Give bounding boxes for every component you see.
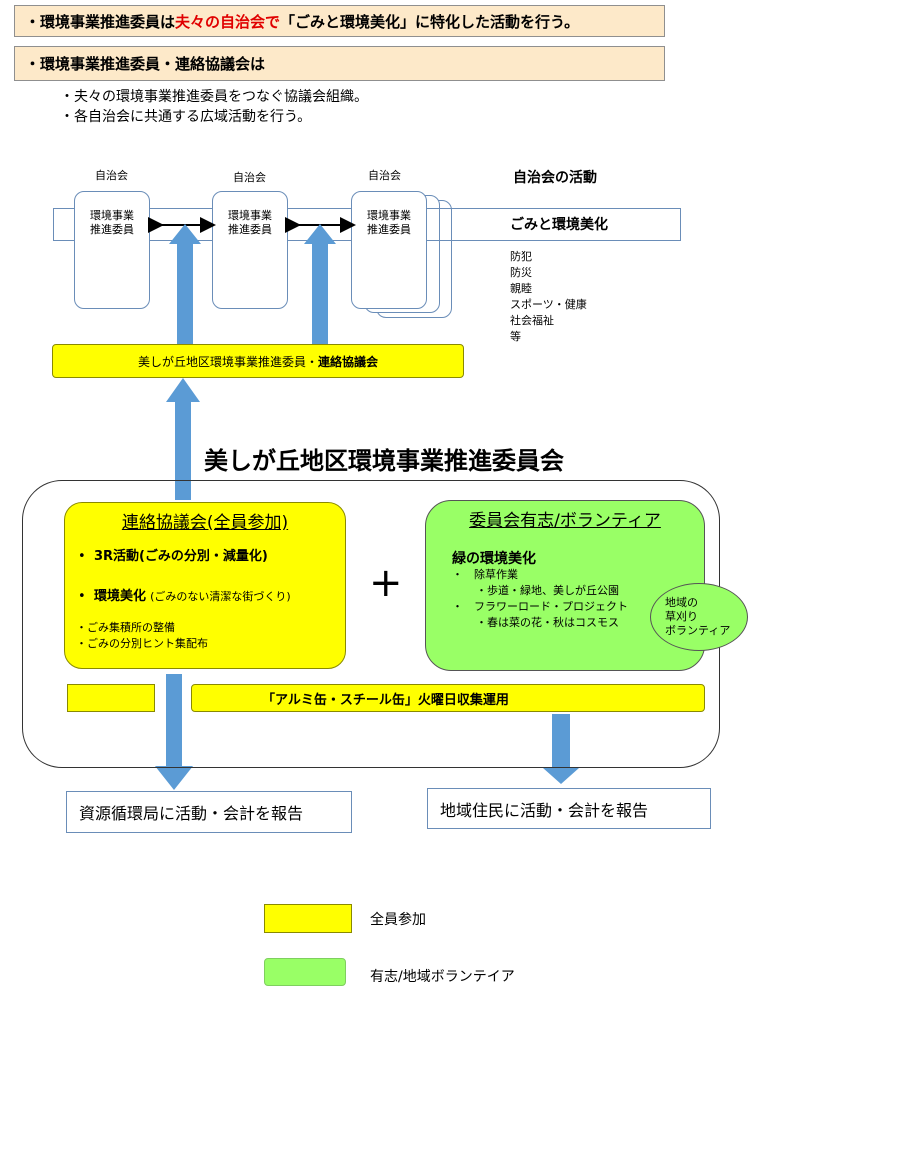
yellow-panel — [64, 502, 346, 669]
council-bar-bold: 連絡協議会 — [318, 354, 379, 369]
plus-sign: + — [369, 560, 403, 606]
green-panel — [425, 500, 705, 671]
volunteer-oval-line3: ボランティア — [665, 624, 731, 637]
banner-1-highlight: 夫々の自治会で — [175, 12, 281, 31]
card-3-text: 環境事業 推進委員 — [351, 209, 427, 237]
jichikai-label-1: 自治会 — [95, 169, 128, 182]
bullet-icon: • — [78, 549, 94, 564]
other-activity-1: 防犯 — [510, 250, 532, 263]
green-line-1: ・ 除草作業 — [452, 568, 518, 581]
banner-2-text: ・環境事業推進委員・連絡協議会は — [25, 55, 266, 73]
yellow-item-1: • 3R活動(ごみの分別・減量化) — [78, 545, 268, 564]
card-3 — [351, 191, 427, 309]
card-2-line1: 環境事業 — [228, 209, 272, 222]
council-bar: 美しが丘地区環境事業推進委員・連絡協議会 — [52, 344, 464, 378]
volunteer-oval-line1: 地域の — [665, 596, 698, 609]
main-title: 美しが丘地区環境事業推進委員会 — [204, 447, 564, 475]
up-arrow-2 — [304, 224, 336, 344]
yellow-extra-1: ・ごみ集積所の整備 — [76, 621, 175, 634]
green-line-3: ・ フラワーロード・プロジェクト — [452, 600, 628, 613]
banner-1-suffix: 「ごみと環境美化」に特化した活動を行う。 — [280, 12, 580, 31]
green-line-4: ・春は菜の花・秋はコスモス — [476, 616, 619, 629]
legend-label-green: 有志/地域ボランテイア — [370, 969, 515, 985]
up-arrow-1 — [169, 224, 201, 344]
yellow-panel-title: 連絡協議会(全員参加) — [121, 513, 289, 533]
green-lines: ・ 除草作業 ・歩道・緑地、美しが丘公園 ・ フラワーロード・プロジェクト ・春… — [452, 567, 628, 631]
yellow-item-2: • 環境美化 (ごみのない清潔な街づくり) — [78, 585, 291, 604]
jichikai-label-3: 自治会 — [368, 169, 401, 182]
sub-line-1: ・夫々の環境事業推進委員をつなぐ協議会組織。 — [60, 89, 368, 105]
council-bar-prefix: 美しが丘地区環境事業推進委員・ — [137, 354, 318, 369]
report-right-text: 地域住民に活動・会計を報告 — [440, 800, 649, 820]
card-2-text: 環境事業 推進委員 — [212, 209, 288, 237]
activities-title: 自治会の活動 — [513, 170, 597, 186]
card-1 — [74, 191, 150, 309]
banner-1: ・環境事業推進委員は夫々の自治会で「ごみと環境美化」に特化した活動を行う。 — [14, 5, 665, 37]
volunteer-oval: 地域の 草刈り ボランティア — [650, 583, 748, 651]
other-activity-6: 等 — [510, 330, 521, 343]
other-activity-4: スポーツ・健康 — [510, 298, 587, 311]
report-left-text: 資源循環局に活動・会計を報告 — [79, 804, 304, 823]
down-arrow-right — [543, 714, 579, 784]
legend-swatch-green — [264, 958, 346, 986]
yellow-extra-2: ・ごみの分別ヒント集配布 — [76, 637, 208, 650]
card-2 — [212, 191, 288, 309]
legend-swatch-yellow — [264, 904, 352, 933]
down-arrow-left — [155, 674, 193, 790]
other-activity-3: 親睦 — [510, 282, 532, 295]
card-1-text: 環境事業 推進委員 — [74, 209, 150, 237]
other-activity-2: 防災 — [510, 266, 532, 279]
card-1-line1: 環境事業 — [90, 209, 134, 222]
banner-2: ・環境事業推進委員・連絡協議会は — [14, 46, 665, 81]
legend-label-yellow: 全員参加 — [370, 912, 426, 928]
volunteer-oval-line2: 草刈り — [665, 610, 698, 623]
card-3-line1: 環境事業 — [367, 209, 411, 222]
report-right-box: 地域住民に活動・会計を報告 — [427, 788, 711, 829]
report-left-box: 資源循環局に活動・会計を報告 — [66, 791, 352, 833]
band-label: ごみと環境美化 — [510, 217, 608, 233]
bullet-icon: • — [78, 589, 94, 604]
small-yellow-box — [67, 684, 155, 712]
yellow-item-2-note: (ごみのない清潔な街づくり) — [150, 590, 291, 603]
card-1-line2: 推進委員 — [90, 223, 134, 236]
green-heading: 緑の環境美化 — [452, 551, 536, 567]
banner-1-prefix: ・環境事業推進委員は — [25, 12, 176, 31]
jichikai-label-2: 自治会 — [233, 171, 266, 184]
green-panel-title: 委員会有志/ボランティア — [469, 511, 661, 531]
other-activities: 防犯 防災 親睦 スポーツ・健康 社会福祉 等 — [510, 249, 587, 345]
collection-bar: 「アルミ缶・スチール缶」火曜日収集運用 — [191, 684, 705, 712]
sub-line-2: ・各自治会に共通する広域活動を行う。 — [60, 109, 312, 125]
card-3-line2: 推進委員 — [367, 223, 411, 236]
other-activity-5: 社会福祉 — [510, 314, 554, 327]
yellow-item-1-text: 3R活動(ごみの分別・減量化) — [93, 549, 268, 564]
yellow-extra: ・ごみ集積所の整備 ・ごみの分別ヒント集配布 — [76, 620, 208, 652]
up-arrow-main — [166, 378, 200, 500]
yellow-item-2-text: 環境美化 — [93, 589, 146, 604]
collection-bar-text: 「アルミ缶・スチール缶」火曜日収集運用 — [262, 692, 509, 708]
green-line-2: ・歩道・緑地、美しが丘公園 — [476, 584, 619, 597]
card-2-line2: 推進委員 — [228, 223, 272, 236]
